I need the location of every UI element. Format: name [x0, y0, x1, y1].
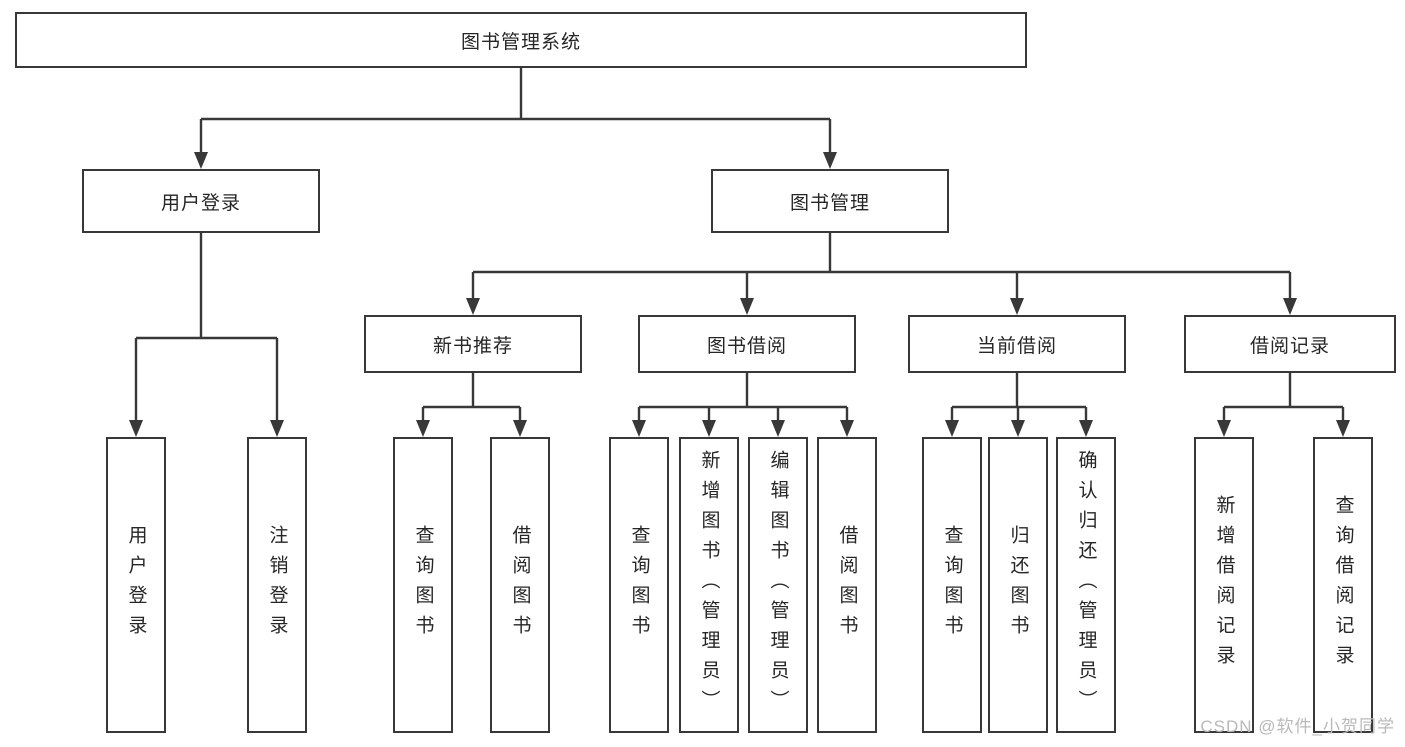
node-current-borrowing: 当前借阅 [908, 315, 1126, 373]
leaf-return-book: 归还图书 [988, 437, 1048, 733]
node-book-management-label: 图书管理 [789, 192, 870, 214]
leaf-return-book-label: 归还图书 [1007, 525, 1029, 645]
leaf-user-login-label: 用户登录 [125, 525, 147, 645]
leaf-borrow-books: 借阅图书 [817, 437, 877, 733]
connector-current-borrowing [945, 373, 1093, 437]
leaf-user-login: 用户登录 [106, 437, 166, 733]
node-new-book-recommend: 新书推荐 [364, 315, 582, 373]
node-user-login-branch-label: 用户登录 [160, 192, 241, 214]
node-root: 图书管理系统 [15, 12, 1027, 68]
node-root-label: 图书管理系统 [460, 31, 581, 53]
leaf-add-borrow-record-label: 新增借阅记录 [1213, 495, 1235, 675]
connector-new-book-recommend [416, 373, 527, 437]
connector-user-login [129, 233, 284, 437]
leaf-add-borrow-record: 新增借阅记录 [1194, 437, 1254, 733]
leaf-add-book-admin-label: 新增图书（管理员） [698, 450, 720, 720]
node-user-login-branch: 用户登录 [82, 169, 320, 233]
connector-book-management [466, 233, 1297, 315]
node-new-book-recommend-label: 新书推荐 [432, 335, 513, 357]
leaf-borrow-books-recommend-label: 借阅图书 [509, 525, 531, 645]
node-book-borrowing: 图书借阅 [638, 315, 856, 373]
csdn-watermark: CSDN @软件_小贺同学 [1200, 717, 1395, 736]
leaf-logout: 注销登录 [247, 437, 307, 733]
leaf-logout-label: 注销登录 [266, 525, 288, 645]
leaf-query-books-current-label: 查询图书 [941, 525, 963, 645]
leaf-borrow-books-recommend: 借阅图书 [490, 437, 550, 733]
node-book-borrowing-label: 图书借阅 [706, 335, 787, 357]
leaf-confirm-return-admin: 确认归还（管理员） [1056, 437, 1116, 733]
leaf-query-borrow-record: 查询借阅记录 [1313, 437, 1373, 733]
connector-borrowing-records [1217, 373, 1350, 437]
leaf-query-books-borrowing: 查询图书 [609, 437, 669, 733]
leaf-query-borrow-record-label: 查询借阅记录 [1332, 495, 1354, 675]
leaf-query-books-borrowing-label: 查询图书 [628, 525, 650, 645]
node-current-borrowing-label: 当前借阅 [976, 335, 1057, 357]
leaf-borrow-books-label: 借阅图书 [836, 525, 858, 645]
leaf-add-book-admin: 新增图书（管理员） [679, 437, 739, 733]
node-book-management: 图书管理 [711, 169, 949, 233]
connector-root [194, 68, 837, 169]
leaf-confirm-return-admin-label: 确认归还（管理员） [1075, 450, 1097, 720]
leaf-query-books-recommend-label: 查询图书 [412, 525, 434, 645]
leaf-edit-book-admin-label: 编辑图书（管理员） [767, 450, 789, 720]
node-borrowing-records: 借阅记录 [1184, 315, 1396, 373]
leaf-query-books-current: 查询图书 [922, 437, 982, 733]
connector-book-borrowing [632, 373, 854, 437]
node-borrowing-records-label: 借阅记录 [1249, 335, 1330, 357]
leaf-query-books-recommend: 查询图书 [393, 437, 453, 733]
leaf-edit-book-admin: 编辑图书（管理员） [748, 437, 808, 733]
